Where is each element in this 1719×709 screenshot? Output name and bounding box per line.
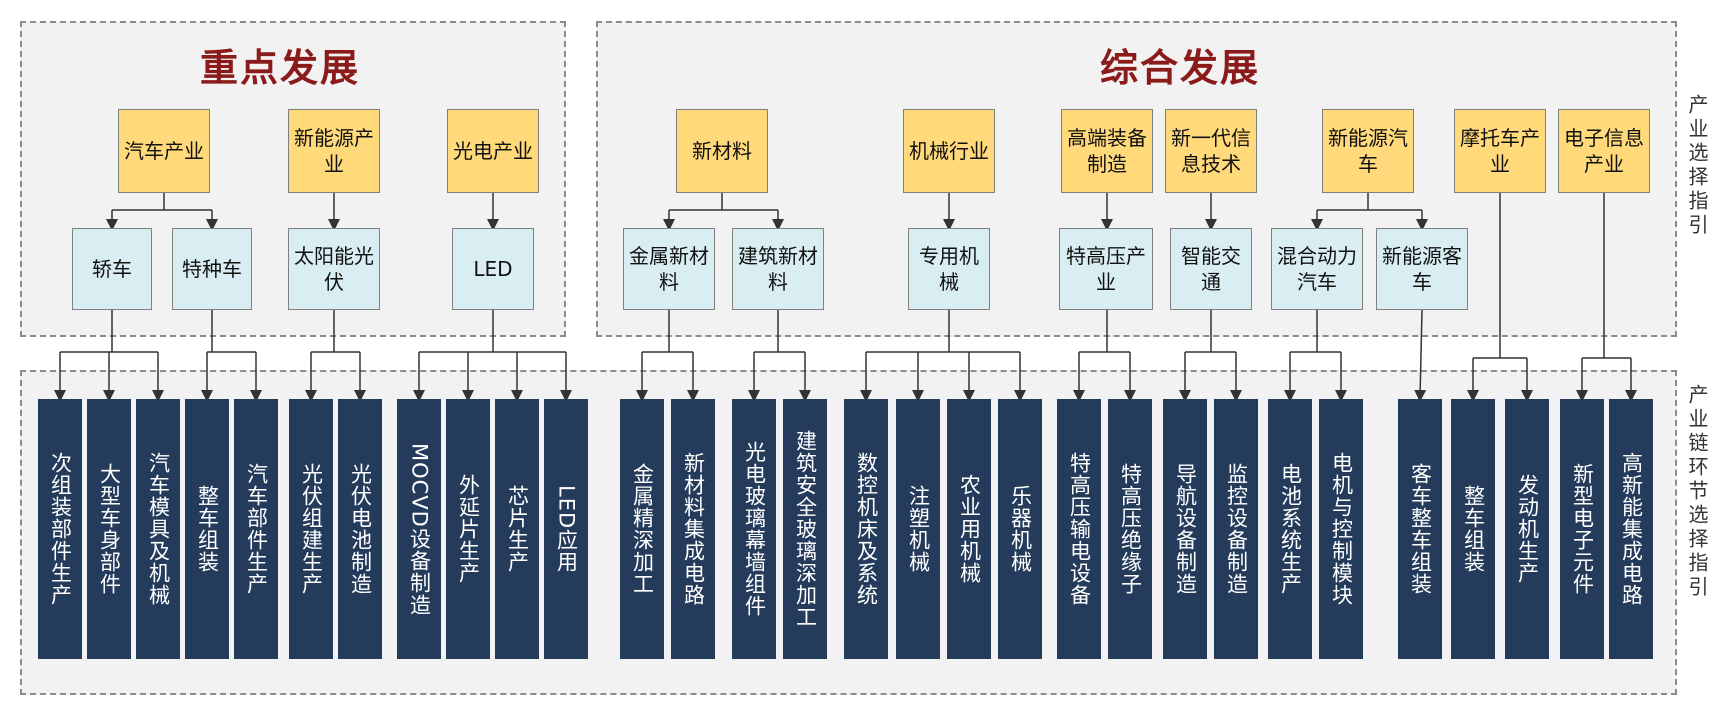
leaf-epitaxial-wafer: 外延片生产 [446, 399, 490, 659]
industry-machinery: 机械行业 [903, 109, 995, 193]
industry-next-gen-it: 新一代信息技术 [1165, 109, 1257, 193]
industry-optoelectronics: 光电产业 [447, 109, 539, 193]
leaf-electronic-components: 新型电子元件 [1560, 399, 1604, 659]
segment-building-materials: 建筑新材料 [732, 228, 824, 310]
segment-hybrid-vehicle: 混合动力汽车 [1271, 228, 1363, 310]
leaf-vehicle-assembly: 整车组装 [185, 399, 229, 659]
leaf-engine-production: 发动机生产 [1505, 399, 1549, 659]
chain-guide-label: 产业链环节选择指引 [1685, 384, 1709, 600]
industry-new-energy-vehicle: 新能源汽车 [1322, 109, 1414, 193]
segment-smart-transport: 智能交通 [1170, 228, 1252, 310]
leaf-pv-modules: 光伏组建生产 [289, 399, 333, 659]
leaf-uhv-equipment: 特高压输电设备 [1057, 399, 1101, 659]
segment-solar-pv: 太阳能光伏 [288, 228, 380, 310]
comprehensive-heading: 综合发展 [1099, 46, 1260, 90]
leaf-chip-production: 芯片生产 [495, 399, 539, 659]
segment-new-energy-bus: 新能源客车 [1376, 228, 1468, 310]
leaf-bus-assembly: 客车整车组装 [1398, 399, 1442, 659]
industry-motorcycle: 摩托车产业 [1454, 109, 1546, 193]
leaf-sub-assembly: 次组装部件生产 [38, 399, 82, 659]
segment-metal-materials: 金属新材料 [623, 228, 715, 310]
leaf-monitoring-equipment: 监控设备制造 [1214, 399, 1258, 659]
leaf-mocvd: MOCVD设备制造 [397, 399, 441, 659]
leaf-auto-parts: 汽车部件生产 [234, 399, 278, 659]
leaf-injection-machinery: 注塑机械 [896, 399, 940, 659]
leaf-metal-processing: 金属精深加工 [620, 399, 664, 659]
leaf-large-body-parts: 大型车身部件 [87, 399, 131, 659]
industry-electronic-info: 电子信息产业 [1558, 109, 1650, 193]
leaf-new-material-ic: 新材料集成电路 [671, 399, 715, 659]
leaf-safety-glass: 建筑安全玻璃深加工 [783, 399, 827, 659]
leaf-motorcycle-assembly: 整车组装 [1451, 399, 1495, 659]
industry-high-end-equipment: 高端装备制造 [1061, 109, 1153, 193]
industry-new-energy: 新能源产业 [288, 109, 380, 193]
leaf-cnc: 数控机床及系统 [844, 399, 888, 659]
leaf-curtain-wall: 光电玻璃幕墙组件 [732, 399, 776, 659]
leaf-pv-cells: 光伏电池制造 [338, 399, 382, 659]
leaf-motor-control: 电机与控制模块 [1319, 399, 1363, 659]
leaf-ic-high: 高新能集成电路 [1609, 399, 1653, 659]
leaf-battery-system: 电池系统生产 [1268, 399, 1312, 659]
leaf-agri-machinery: 农业用机械 [947, 399, 991, 659]
focus-heading: 重点发展 [199, 46, 360, 90]
leaf-instrument-machinery: 乐器机械 [998, 399, 1042, 659]
industry-auto: 汽车产业 [118, 109, 210, 193]
industry-new-materials: 新材料 [676, 109, 768, 193]
leaf-auto-molds: 汽车模具及机械 [136, 399, 180, 659]
segment-special-vehicle: 特种车 [172, 228, 252, 310]
leaf-led-application: LED应用 [544, 399, 588, 659]
leaf-uhv-insulator: 特高压绝缘子 [1108, 399, 1152, 659]
segment-uhv: 特高压产业 [1059, 228, 1153, 310]
industry-guide-label: 产业选择指引 [1685, 94, 1709, 238]
segment-sedan: 轿车 [72, 228, 152, 310]
segment-led: LED [452, 228, 534, 310]
segment-special-machinery: 专用机械 [908, 228, 990, 310]
leaf-navigation-equipment: 导航设备制造 [1163, 399, 1207, 659]
